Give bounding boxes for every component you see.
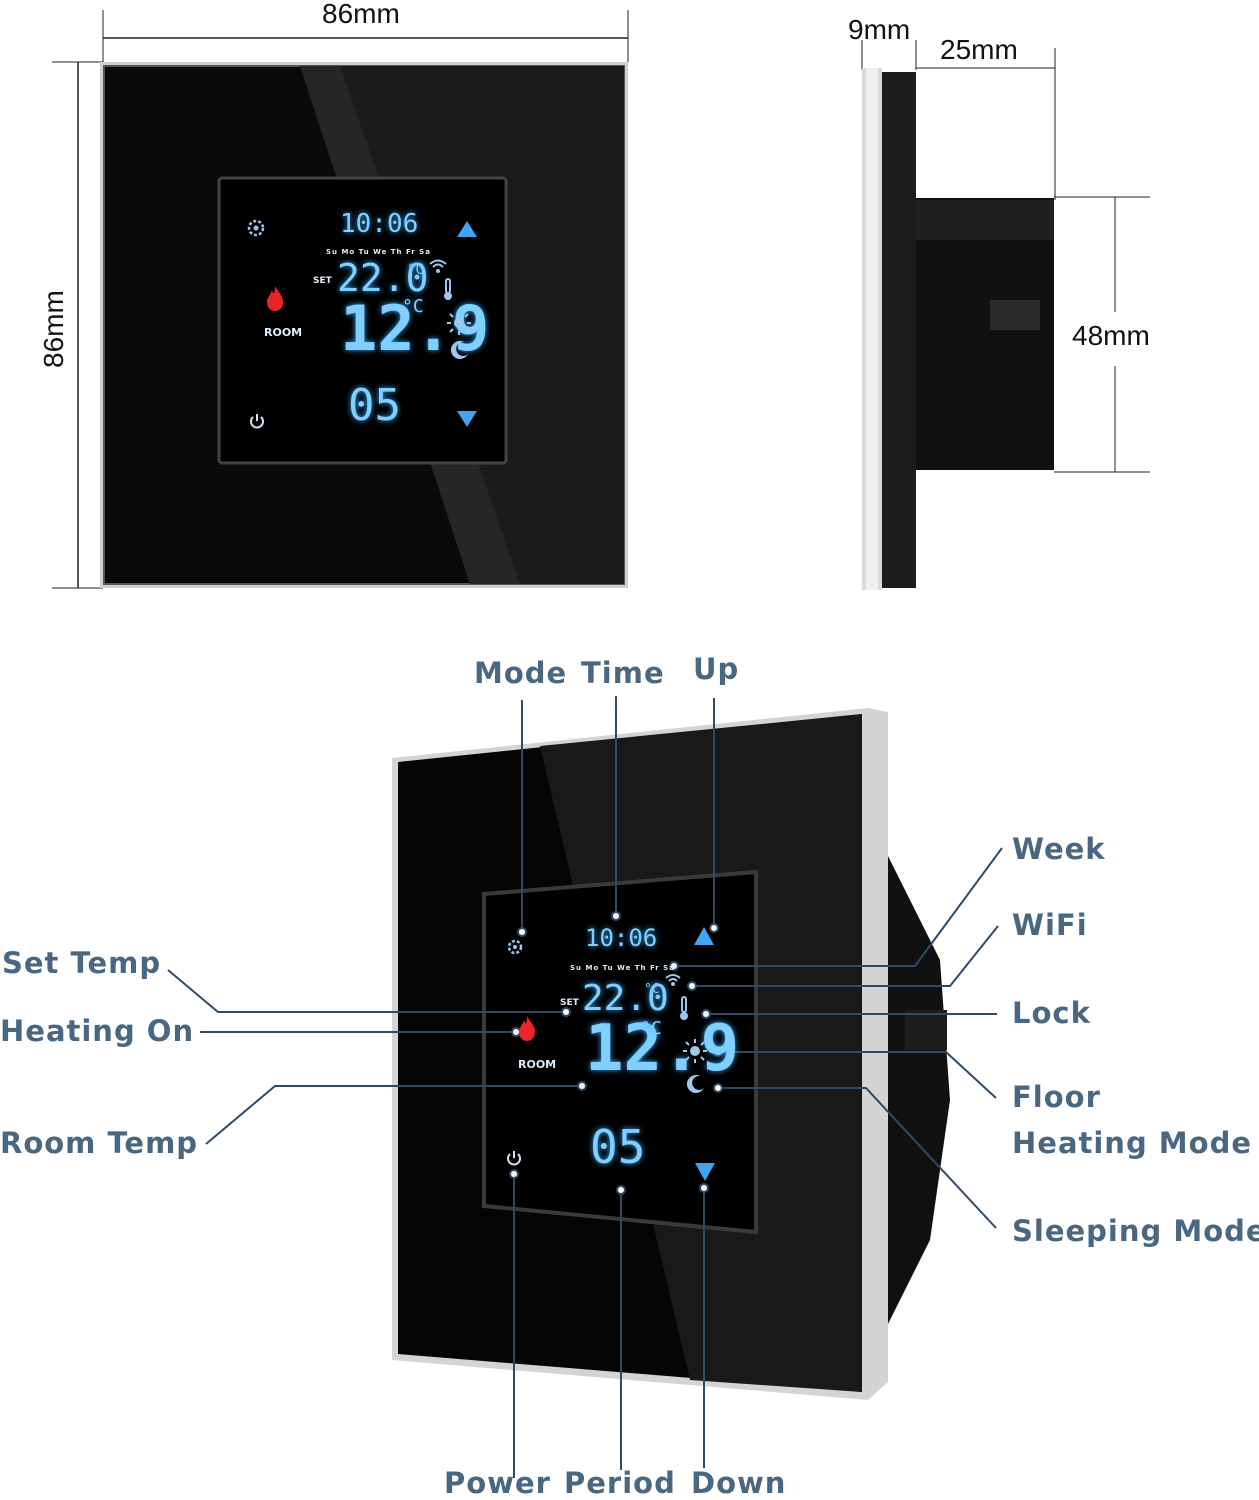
set-temp-display-annotated: 22.0 xyxy=(582,978,669,1019)
depth-dimension-label: 25mm xyxy=(940,34,1018,65)
room-label: ROOM xyxy=(264,326,303,339)
callout-time: Time xyxy=(581,656,665,690)
flame-icon-annotated xyxy=(516,1014,538,1042)
room-temp-display-annotated: 12.9 xyxy=(585,1012,740,1086)
thermometer-lock-icon xyxy=(442,278,454,302)
room-temp-display: 12.9 xyxy=(340,292,490,365)
time-display-annotated: 10:06 xyxy=(585,924,658,952)
room-temp-unit-annotated: °C xyxy=(640,1018,662,1039)
set-temp-unit: °C xyxy=(407,262,424,278)
flame-icon xyxy=(264,284,286,312)
down-arrow-icon-annotated[interactable] xyxy=(694,1162,716,1182)
callout-heating-on: Heating On xyxy=(0,1014,195,1048)
wifi-icon-annotated xyxy=(664,972,682,986)
callout-set-temp: Set Temp xyxy=(2,946,162,980)
callout-mode: Mode xyxy=(474,656,568,690)
sun-icon xyxy=(446,310,472,336)
sun-icon-annotated xyxy=(682,1038,708,1064)
set-temp-unit-annotated: °C xyxy=(644,982,660,997)
side-view: 9mm 25mm 48mm xyxy=(840,0,1259,640)
glass-thickness-label: 9mm xyxy=(848,14,911,45)
week-display: Su Mo Tu We Th Fr Sa xyxy=(326,248,431,256)
room-label-annotated: ROOM xyxy=(518,1058,557,1071)
set-label-annotated: SET xyxy=(560,998,579,1008)
callout-week: Week xyxy=(1012,832,1106,866)
callout-period: Period xyxy=(564,1466,676,1500)
height-dimension-label: 86mm xyxy=(38,290,69,368)
callout-wifi: WiFi xyxy=(1012,908,1088,942)
power-icon[interactable] xyxy=(248,412,266,430)
week-display-annotated: Su Mo Tu We Th Fr Sa xyxy=(570,964,675,972)
callout-room-temp: Room Temp xyxy=(0,1126,199,1160)
mode-gear-icon-annotated[interactable] xyxy=(506,938,524,956)
up-arrow-icon[interactable] xyxy=(456,220,478,238)
callout-up: Up xyxy=(693,652,740,686)
time-display: 10:06 xyxy=(340,209,419,239)
width-dimension-label: 86mm xyxy=(322,0,400,29)
period-display-annotated: 05 xyxy=(590,1120,646,1174)
annotated-view: 10:06 Su Mo Tu We Th Fr Sa SET 22.0 °C R… xyxy=(0,640,1259,1500)
power-icon-annotated[interactable] xyxy=(506,1150,522,1166)
wifi-icon xyxy=(428,258,448,274)
box-height-label: 48mm xyxy=(1072,320,1150,351)
side-view-drawing xyxy=(861,40,1150,590)
front-view: 86mm 86mm 10:06 Su Mo Tu We Th Fr Sa SET… xyxy=(0,0,700,640)
callout-power: Power xyxy=(444,1466,551,1500)
callout-sleeping-mode: Sleeping Mode xyxy=(1012,1214,1259,1248)
moon-icon xyxy=(450,340,470,360)
set-temp-display: 22.0 xyxy=(337,256,429,300)
mode-gear-icon[interactable] xyxy=(246,218,266,238)
thermometer-lock-icon-annotated xyxy=(678,996,690,1022)
callout-floor: Floor xyxy=(1012,1080,1101,1114)
up-arrow-icon-annotated[interactable] xyxy=(693,926,715,946)
callout-lock: Lock xyxy=(1012,996,1091,1030)
down-arrow-icon[interactable] xyxy=(456,410,478,428)
moon-icon-annotated xyxy=(686,1074,706,1094)
callout-heating-mode: Heating Mode xyxy=(1012,1126,1253,1160)
period-display: 05 xyxy=(348,380,401,431)
set-label: SET xyxy=(313,276,332,286)
room-temp-unit: °C xyxy=(402,296,424,317)
annotated-drawing xyxy=(167,696,1003,1478)
callout-down: Down xyxy=(691,1466,787,1500)
